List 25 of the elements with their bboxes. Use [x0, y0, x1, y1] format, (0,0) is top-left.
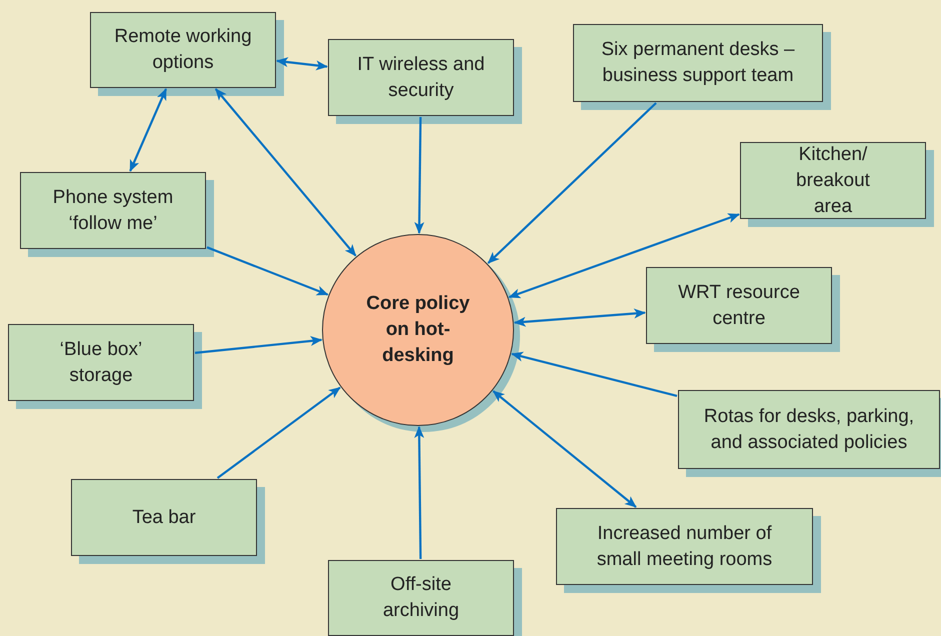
arrow — [129, 88, 167, 172]
arrow — [414, 116, 424, 234]
node-label: WRT resource centre — [677, 280, 801, 330]
node-label: Tea bar — [132, 506, 196, 530]
node-label: Off-site archiving — [382, 573, 460, 623]
node-label: Kitchen/ breakout area — [795, 142, 871, 218]
arrow — [194, 336, 322, 354]
node-label: IT wireless and security — [356, 52, 486, 102]
arrow — [511, 352, 678, 397]
arrow — [492, 390, 637, 508]
node-label: Increased number of small meeting rooms — [596, 522, 774, 572]
arrow — [414, 426, 424, 560]
node-label: ‘Blue box’ storage — [58, 338, 144, 388]
node-label: Rotas for desks, parking, and associated policies — [702, 404, 916, 454]
arrow — [514, 308, 646, 327]
node-label: Phone system ‘follow me’ — [52, 186, 174, 236]
arrow — [487, 102, 657, 264]
node-label: Remote working options — [113, 25, 253, 75]
node-label: Core policy on hot-desking — [365, 292, 471, 368]
arrow — [214, 88, 356, 256]
arrow — [216, 386, 341, 479]
node-label: Six permanent desks – business support team — [600, 38, 796, 88]
arrow — [276, 57, 328, 70]
arrow — [508, 213, 740, 298]
arrow — [206, 246, 329, 296]
